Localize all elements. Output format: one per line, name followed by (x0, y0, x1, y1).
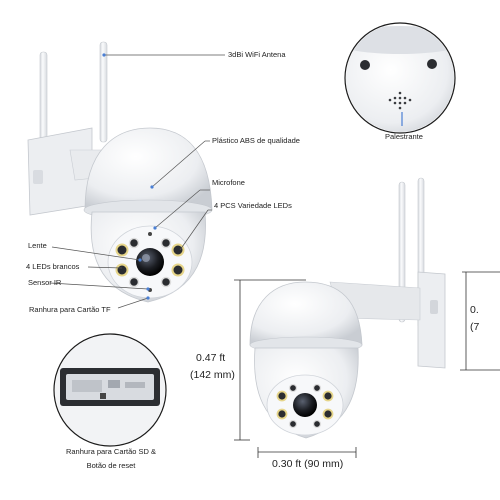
main-camera (27, 41, 213, 303)
label-sd-reset-2: Botão de reset (86, 461, 136, 470)
label-tf-slot: Ranhura para Cartão TF (29, 305, 111, 314)
label-microphone: Microfone (212, 178, 245, 187)
dim-right-cut-1: 0. (470, 304, 479, 316)
label-sd-reset-1: Ranhura para Cartão SD & (65, 447, 157, 456)
label-antenna: 3dBi WiFi Antena (228, 50, 286, 59)
dimension-lines (234, 271, 500, 458)
dim-height-ft: 0.47 ft (196, 352, 226, 364)
led-array (115, 237, 185, 288)
callout-lines (49, 54, 225, 309)
label-ir-sensor: Sensor IR (28, 278, 62, 287)
sd-slot-inset (53, 333, 167, 447)
dim-right-cut-2: (7 (470, 321, 480, 333)
label-speaker: Palestrante (385, 132, 423, 141)
callout-dots (102, 53, 157, 300)
antenna-right (99, 41, 108, 143)
dim-height-mm: (142 mm) (190, 369, 235, 381)
speaker-grille-icon (388, 91, 412, 110)
label-white-leds: 4 LEDs brancos (26, 262, 80, 271)
label-lens: Lente (28, 241, 47, 250)
speaker-inset (344, 22, 456, 134)
upper-dome (84, 127, 213, 211)
main-lens (136, 248, 164, 276)
side-camera (249, 177, 446, 439)
label-leds: 4 PCS Variedade LEDs (214, 201, 292, 210)
label-plastic: Plástico ABS de qualidade (212, 136, 300, 145)
dim-width: 0.30 ft (90 mm) (272, 458, 344, 470)
